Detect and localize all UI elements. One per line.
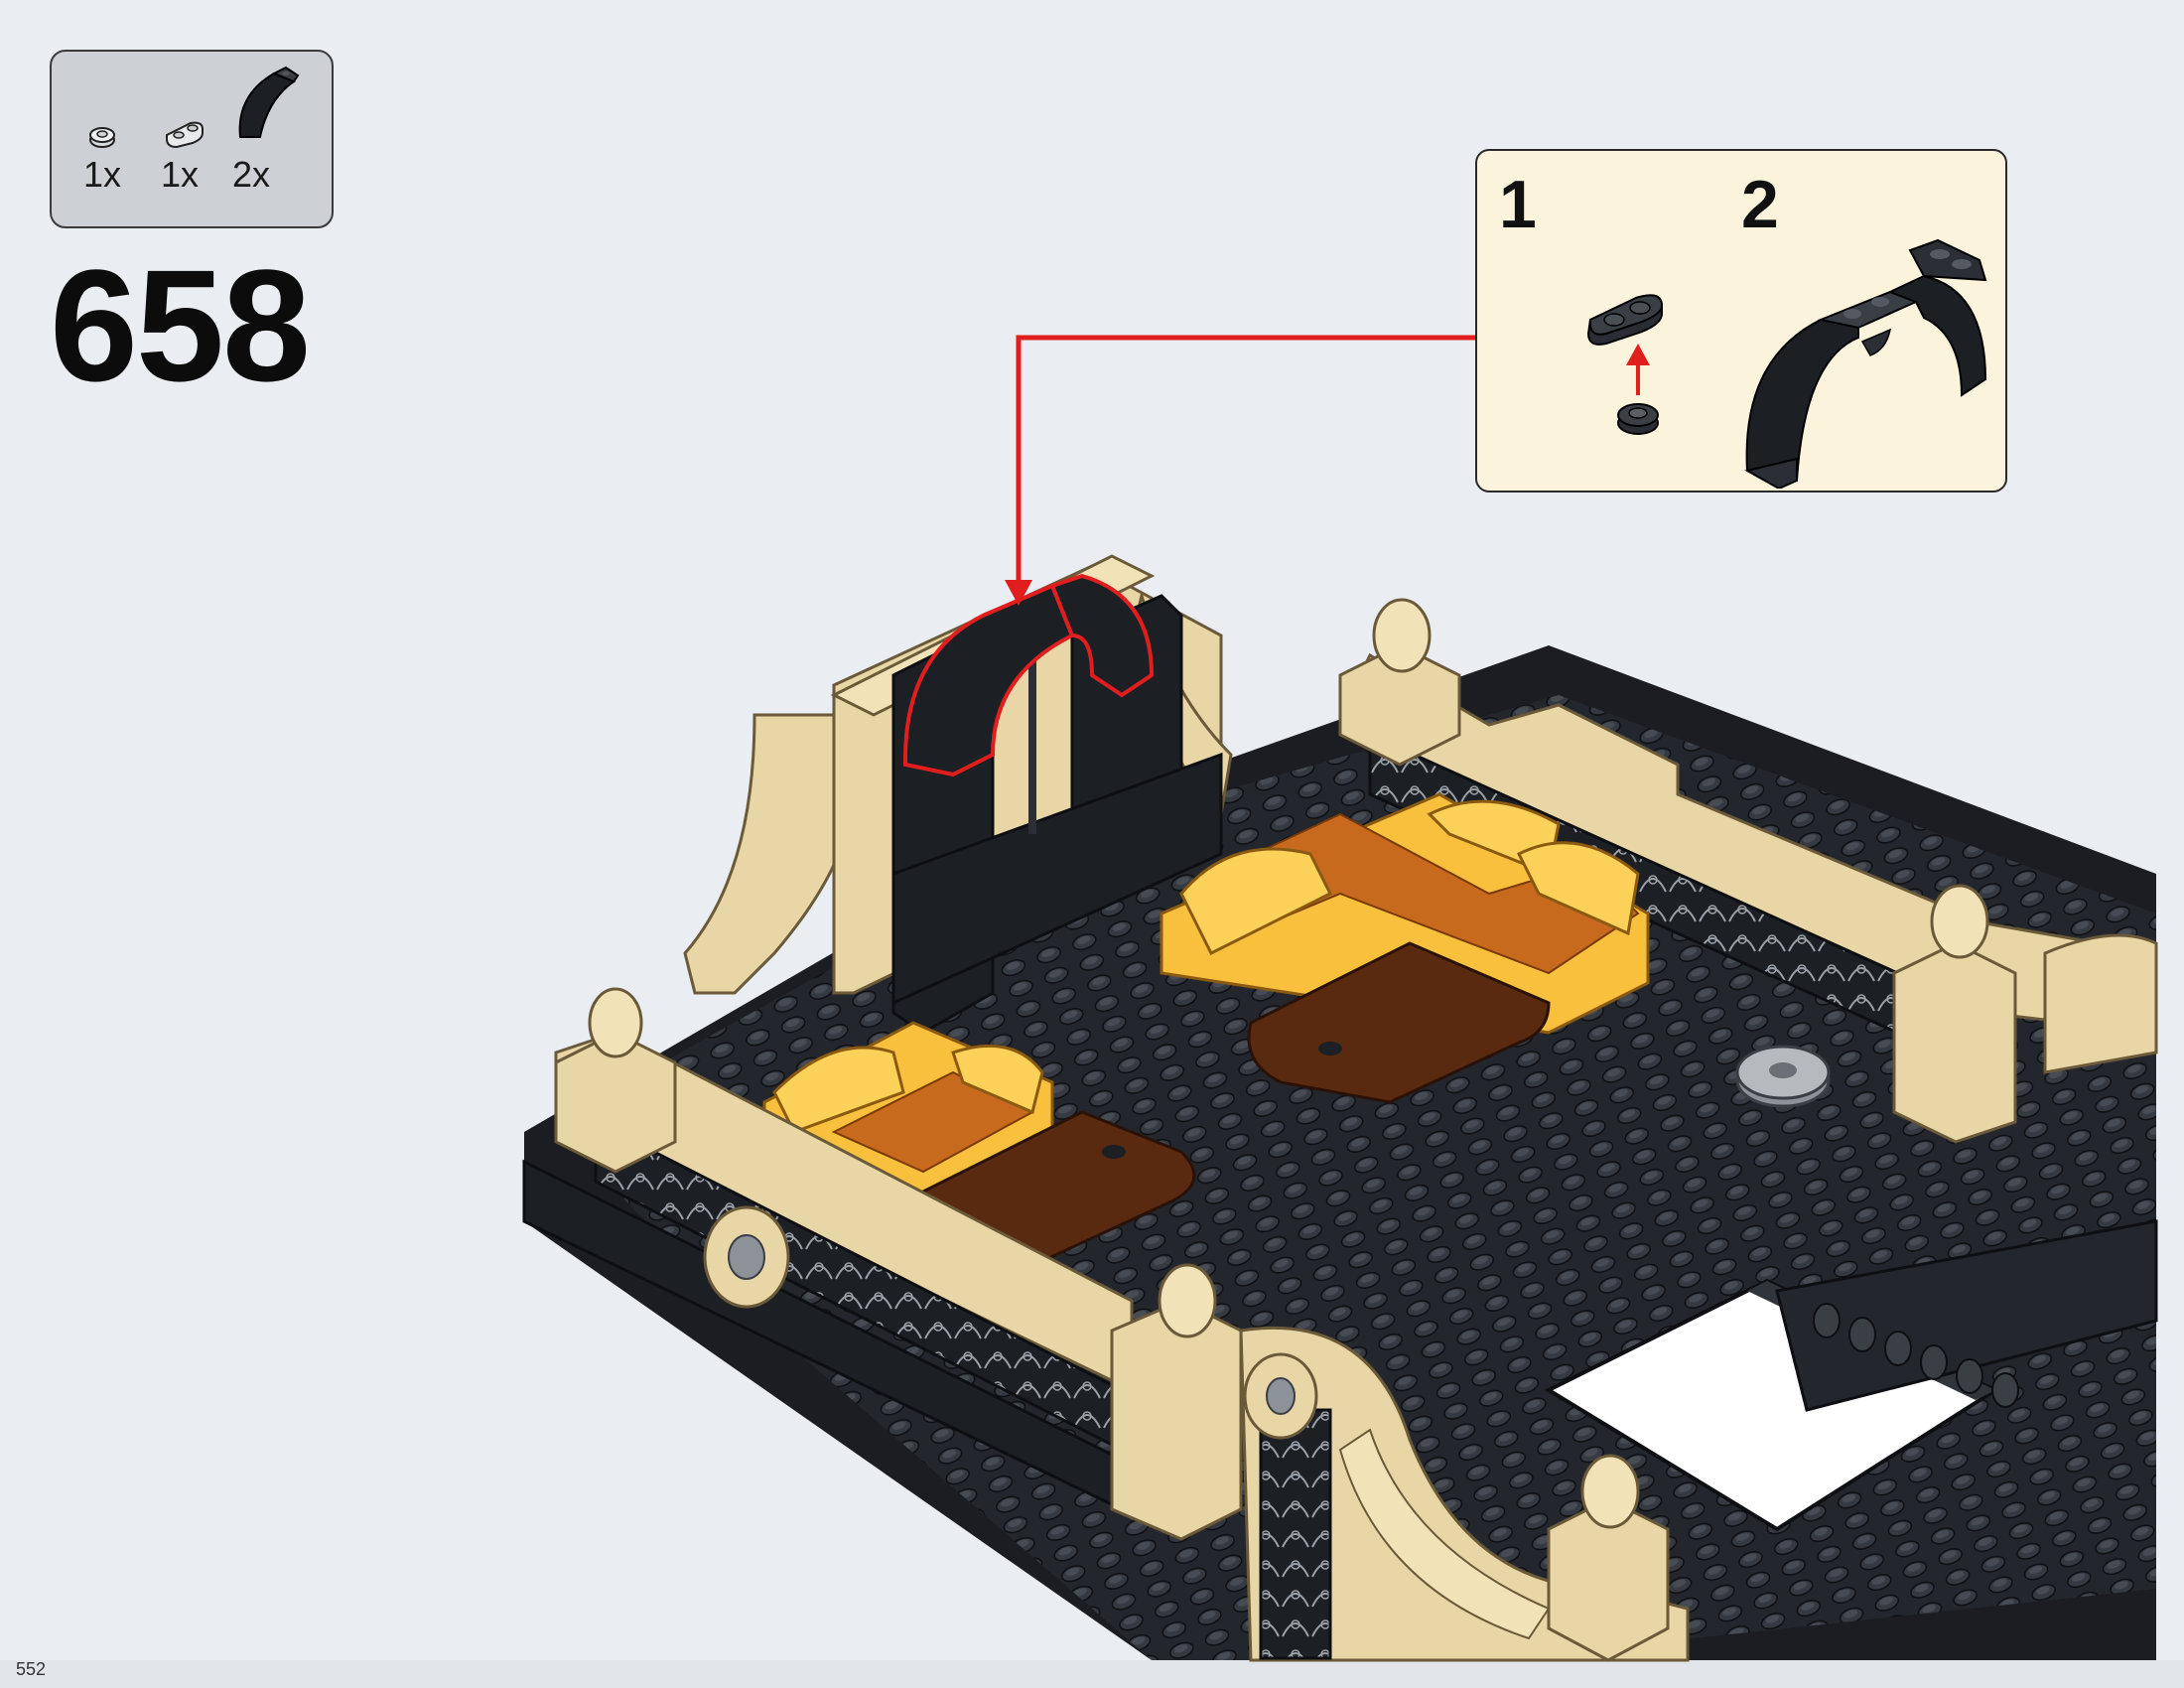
step-number: 658 [50, 236, 311, 414]
finial-post [1338, 598, 1461, 767]
curved-arch-icon [238, 66, 300, 138]
parts-list-callout: 1x 1x 2x [50, 50, 334, 228]
technic-beam [1775, 1219, 2158, 1412]
finial-post [1547, 1454, 1670, 1662]
sub-step-number: 2 [1741, 167, 1779, 242]
finial-post [554, 987, 677, 1174]
round-grey-plate [1735, 1045, 1831, 1108]
sub-step-number: 1 [1499, 167, 1537, 242]
part-quantity: 1x [83, 154, 122, 195]
tower-left-arch [683, 713, 856, 995]
arch-pair-icon [1744, 238, 1987, 489]
finial-post [1110, 1263, 1243, 1541]
sub-assembly-callout: 1 2 [1475, 149, 2007, 492]
round-plate-1x1-icon [89, 127, 115, 148]
plate-1x2-rounded-icon [166, 121, 204, 149]
new-arch-right [1049, 573, 1155, 698]
decorative-tile [703, 1205, 790, 1309]
part-quantity: 2x [232, 154, 271, 195]
part-quantity: 1x [161, 154, 200, 195]
finial-post [1892, 884, 2017, 1144]
sofa-large [1160, 792, 1650, 1035]
decorative-tile [1243, 1352, 1318, 1440]
page-number: 552 [16, 1659, 47, 1679]
page-footer-strip [0, 1660, 2184, 1688]
plate-on-round-plate-icon [1586, 294, 1664, 435]
table-large [1247, 941, 1551, 1104]
